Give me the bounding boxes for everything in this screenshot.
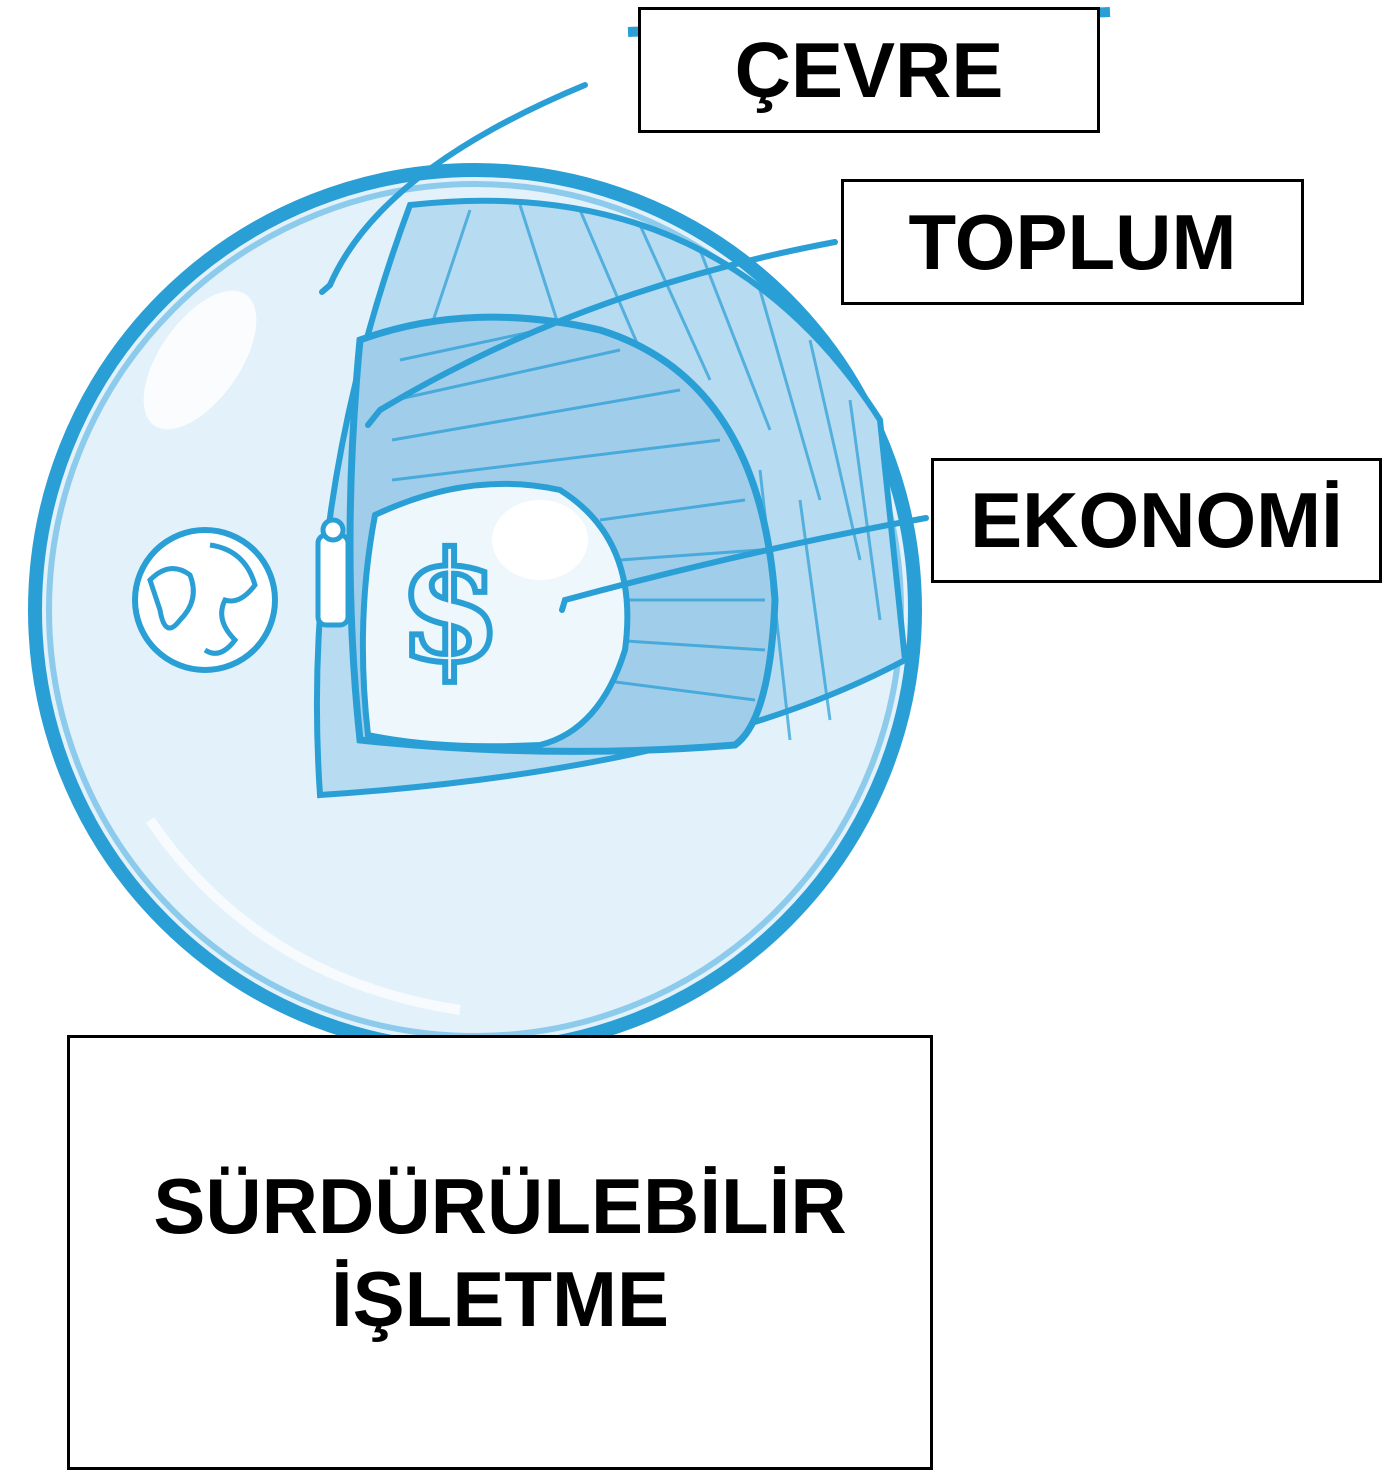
title-line-2: İŞLETME bbox=[330, 1254, 669, 1343]
dollar-icon: $ bbox=[395, 517, 505, 699]
globe-icon bbox=[132, 527, 278, 673]
leader-line-economy bbox=[559, 515, 929, 613]
economy-label: EKONOMİ bbox=[931, 458, 1382, 583]
svg-text:$: $ bbox=[398, 520, 502, 696]
core bbox=[359, 480, 631, 750]
environment-label: ÇEVRE bbox=[638, 7, 1100, 133]
clip-shape bbox=[315, 517, 351, 628]
title-line-1: SÜRDÜRÜLEBİLİR bbox=[153, 1162, 847, 1251]
leader-line-society bbox=[365, 239, 838, 428]
leader-line-environment bbox=[319, 82, 588, 295]
title-box: SÜRDÜRÜLEBİLİR İŞLETME bbox=[67, 1035, 933, 1470]
leader-lines bbox=[319, 82, 929, 613]
society-label: TOPLUM bbox=[841, 179, 1304, 305]
